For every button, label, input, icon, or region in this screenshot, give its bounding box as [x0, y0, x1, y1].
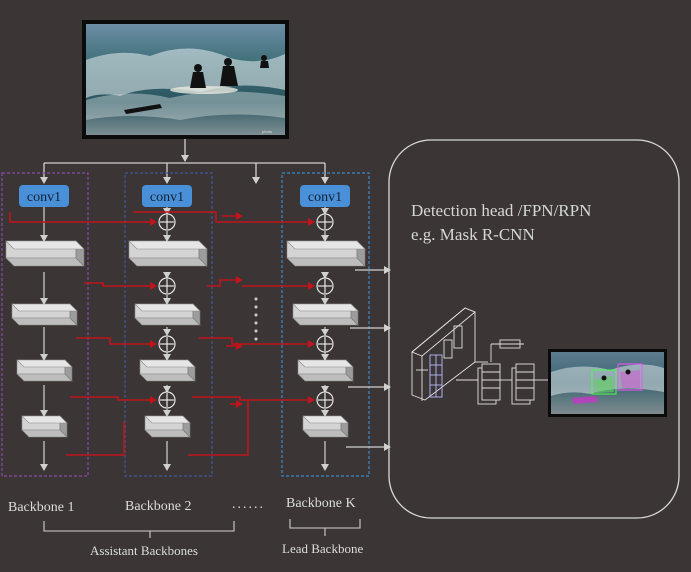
sum-node-b2-1 [158, 213, 176, 231]
sum-node-bk-2 [316, 277, 334, 295]
lead-outputs [346, 266, 391, 451]
input-surf-photo: photo [82, 20, 289, 139]
backbone-k-label: Backbone K [286, 496, 356, 511]
conv1-box-2: conv1 [142, 185, 192, 207]
mask-rcnn-sketch [411, 307, 548, 405]
svg-text:photo: photo [262, 129, 273, 134]
sum-node-bk-3 [316, 335, 334, 353]
conv1-label: conv1 [150, 190, 184, 205]
sum-node-b2-4 [158, 391, 176, 409]
vertical-flow-arrows [40, 207, 329, 471]
backbone-2-label: Backbone 2 [125, 499, 192, 514]
conv1-label: conv1 [308, 190, 342, 205]
sum-nodes [158, 213, 334, 409]
detection-head-example: e.g. Mask R-CNN [411, 225, 535, 244]
stage-block-b1-s4 [16, 359, 73, 382]
backbone-1-border [1, 172, 89, 477]
conv1-box-1: conv1 [19, 185, 69, 207]
lead-backbone-label: Lead Backbone [282, 541, 364, 556]
conv1-label: conv1 [27, 190, 61, 205]
stage-block-b1-s3 [11, 303, 78, 326]
stage-block-b3-s3 [292, 303, 359, 326]
sum-node-bk-4 [316, 391, 334, 409]
sum-node-bk-1 [316, 213, 334, 231]
detection-head-title: Detection head /FPN/RPN [411, 201, 592, 220]
input-distribution-lines [40, 139, 329, 184]
backbone-ellipsis: ...... [232, 497, 265, 512]
backbone-1-label: Backbone 1 [8, 500, 75, 515]
stage-block-b3-s2 [286, 240, 366, 267]
stage-block-b1-s5 [21, 415, 68, 438]
stage-block-b2-s3 [134, 303, 201, 326]
stage-block-b3-s5 [302, 415, 349, 438]
sum-node-b2-3 [158, 335, 176, 353]
conv1-box-k: conv1 [300, 185, 350, 207]
stage-block-b2-s4 [139, 359, 196, 382]
stage-block-b1-s2 [5, 240, 85, 267]
detection-head-panel [388, 139, 680, 519]
sum-node-b2-2 [158, 277, 176, 295]
output-detection-photo [548, 349, 667, 417]
composite-connections [9, 211, 315, 456]
stage-blocks [5, 240, 366, 438]
stage-block-b3-s4 [297, 359, 354, 382]
vertical-ellipsis-dots [254, 297, 258, 341]
assistant-backbones-label: Assistant Backbones [90, 543, 198, 558]
stage-block-b2-s2 [128, 240, 208, 267]
stage-block-b2-s5 [144, 415, 191, 438]
